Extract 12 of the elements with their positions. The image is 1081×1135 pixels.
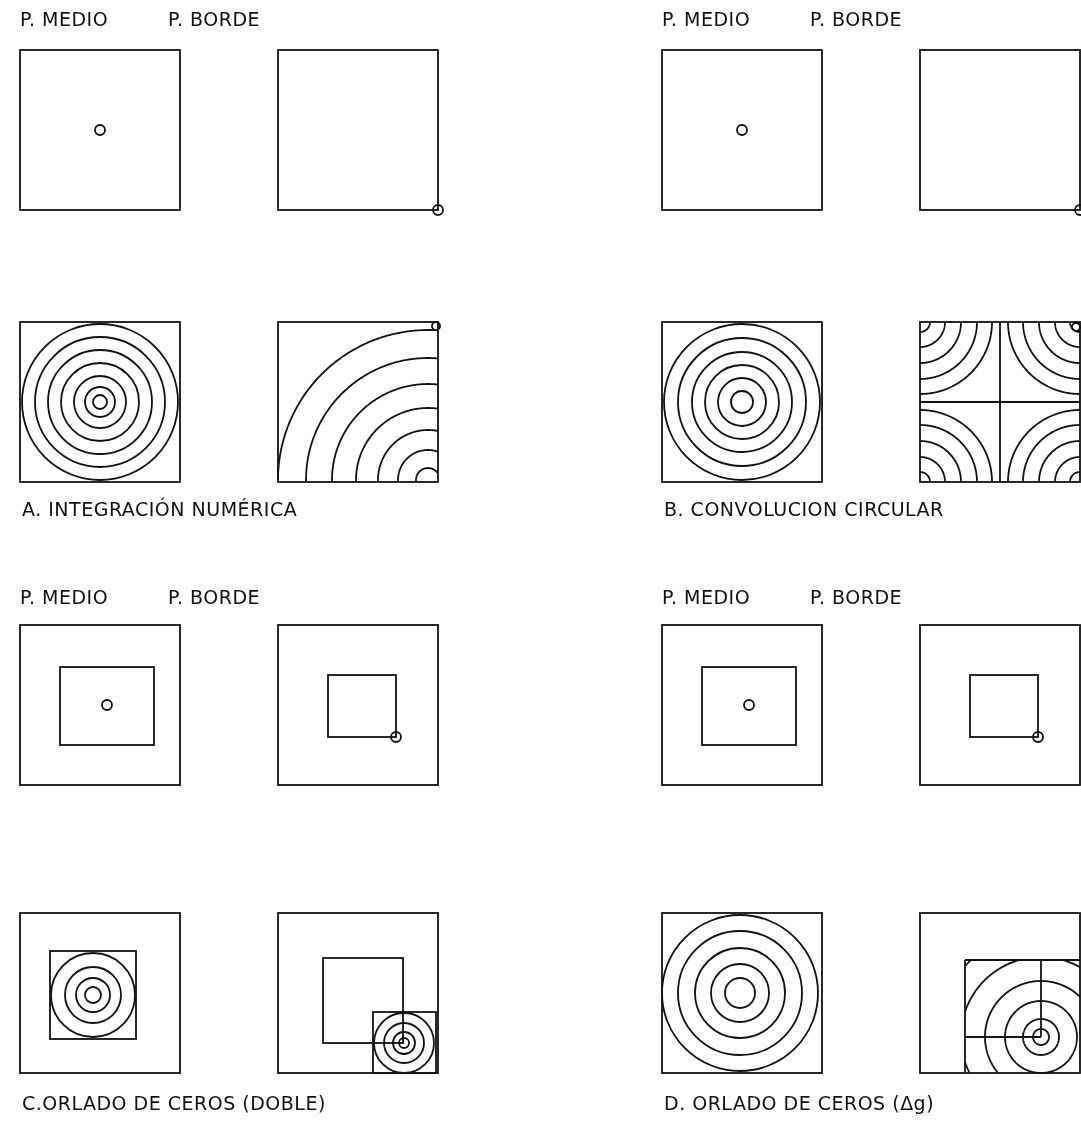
column-label: P. MEDIO — [20, 586, 109, 609]
column-label: P. BORDE — [168, 586, 261, 609]
column-label: P. MEDIO — [20, 8, 109, 31]
column-label: P. MEDIO — [662, 8, 751, 31]
column-label: P. MEDIO — [662, 586, 751, 609]
column-label: P. BORDE — [810, 586, 903, 609]
column-label: P. BORDE — [810, 8, 903, 31]
panel-caption: B. CONVOLUCION CIRCULAR — [664, 498, 944, 521]
panel-caption: C.ORLADO DE CEROS (DOBLE) — [22, 1092, 326, 1115]
column-label: P. BORDE — [168, 8, 261, 31]
panel-caption: D. ORLADO DE CEROS (Δg) — [664, 1092, 935, 1115]
panel-caption: A. INTEGRACIÓN NUMÉRICA — [22, 498, 298, 521]
